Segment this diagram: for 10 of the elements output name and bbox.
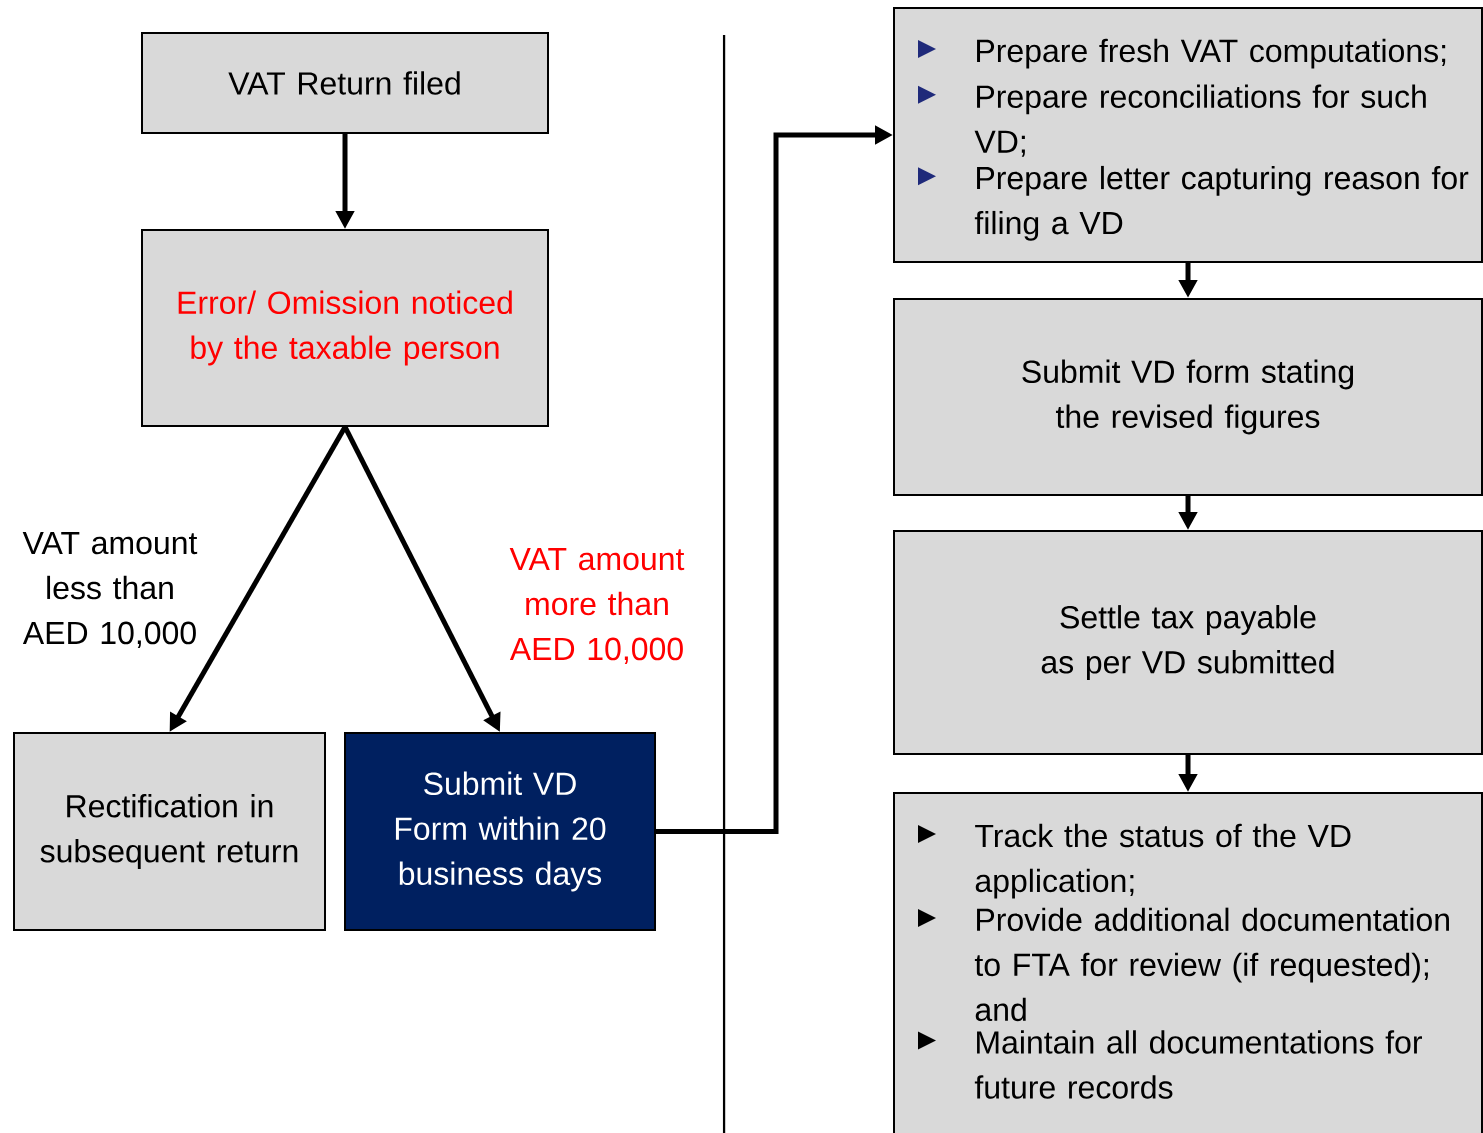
process-box: Error/ Omission noticed by the taxable person xyxy=(141,229,549,427)
bullet-list-box: Prepare fresh VAT computations; Prepare reconciliations for such VD; Prepare letter capturing reason for filing a VD xyxy=(893,7,1483,263)
edge-label: VAT amount less than AED 10,000 xyxy=(22,531,198,649)
process-box: Submit VD form stating the revised figures xyxy=(893,298,1483,496)
process-box: VAT Return filed xyxy=(141,32,549,134)
edge-label: VAT amount more than AED 10,000 xyxy=(509,547,685,665)
bullet-list-box: Track the status of the VD application; Provide additional documentation to FTA for review (if requested); and Maintain all documentations for future records xyxy=(893,792,1483,1133)
process-box: Submit VD Form within 20 business days xyxy=(344,732,656,931)
process-box: Settle tax payable as per VD submitted xyxy=(893,530,1483,755)
process-box: Rectification in subsequent return xyxy=(13,732,326,931)
